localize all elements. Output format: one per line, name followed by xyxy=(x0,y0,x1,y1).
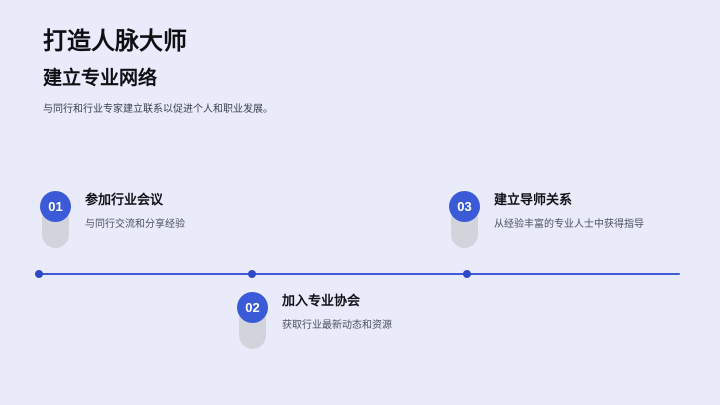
item-title: 建立导师关系 xyxy=(494,192,573,207)
item-description: 与同行交流和分享经验 xyxy=(85,219,185,230)
slide-header: 打造人脉大师 建立专业网络 与同行和行业专家建立联系以促进个人和职业发展。 xyxy=(43,30,273,116)
step-number-circle: 02 xyxy=(237,292,268,323)
step-badge-3: 03 xyxy=(449,191,480,248)
item-text-block: 加入专业协会 获取行业最新动态和资源 xyxy=(282,292,392,349)
timeline-dot-1 xyxy=(35,270,43,278)
timeline-item-3: 03 建立导师关系 从经验丰富的专业人士中获得指导 xyxy=(449,191,644,248)
timeline-item-1: 01 参加行业会议 与同行交流和分享经验 xyxy=(40,191,185,248)
item-text-block: 参加行业会议 与同行交流和分享经验 xyxy=(85,191,185,248)
timeline-dot-2 xyxy=(248,270,256,278)
step-badge-1: 01 xyxy=(40,191,71,248)
timeline-item-2: 02 加入专业协会 获取行业最新动态和资源 xyxy=(237,292,392,349)
slide-description: 与同行和行业专家建立联系以促进个人和职业发展。 xyxy=(43,104,273,115)
slide-subtitle: 建立专业网络 xyxy=(43,68,158,89)
item-title: 参加行业会议 xyxy=(85,192,164,207)
step-badge-2: 02 xyxy=(237,292,268,349)
step-number: 01 xyxy=(48,199,63,214)
timeline-line xyxy=(38,273,680,275)
slide-title: 打造人脉大师 xyxy=(43,28,187,55)
item-title: 加入专业协会 xyxy=(282,293,361,308)
timeline-dot-3 xyxy=(463,270,471,278)
step-number: 03 xyxy=(457,199,472,214)
item-text-block: 建立导师关系 从经验丰富的专业人士中获得指导 xyxy=(494,191,644,248)
step-number: 02 xyxy=(245,300,260,315)
step-number-circle: 01 xyxy=(40,191,71,222)
item-description: 从经验丰富的专业人士中获得指导 xyxy=(494,219,644,230)
item-description: 获取行业最新动态和资源 xyxy=(282,320,392,331)
step-number-circle: 03 xyxy=(449,191,480,222)
